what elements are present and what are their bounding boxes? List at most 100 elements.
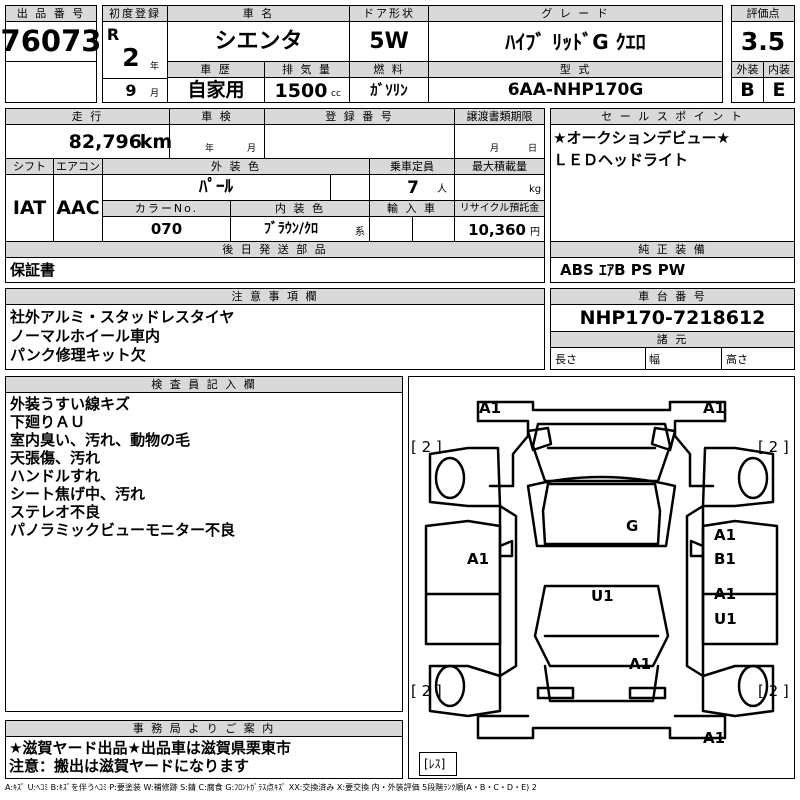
later-shipment-parts-label: 後 日 発 送 部 品	[5, 241, 545, 258]
car-history-label: 車 歴	[167, 61, 265, 78]
rear-wheel-left-outline	[434, 664, 466, 708]
score: 3.5	[740, 27, 786, 56]
displacement-label: 排 気 量	[264, 61, 350, 78]
air-conditioner-label: エアコン	[53, 158, 103, 175]
front-body-outline	[476, 419, 727, 488]
standard-equipment-box	[550, 257, 795, 283]
mark-front-bumper-right: A1	[703, 399, 726, 417]
selling-points-label: セ ー ル ス ポ イ ン ト	[550, 108, 795, 125]
car-history: 自家用	[187, 78, 245, 101]
width-label: 幅	[649, 353, 660, 366]
windshield-outline	[526, 475, 677, 548]
car-name: シエンタ	[214, 28, 303, 54]
office-notice-box	[5, 736, 403, 779]
mark-rear-fender-left: [ 2 ]	[411, 682, 442, 700]
color-number: 070	[150, 219, 183, 238]
fuel-type: ｶﾞｿﾘﾝ	[370, 80, 408, 99]
mark-right-rear-door-2: U1	[714, 610, 737, 628]
mark-right-front-door-1: A1	[714, 526, 737, 544]
mileage-label: 走 行	[5, 108, 170, 125]
interior-color-label: 内 装 色	[230, 200, 370, 217]
model-label: 型 式	[428, 61, 723, 78]
office-notice-label: 事 務 局 よ り ご 案 内	[5, 720, 403, 737]
registration-era: R	[106, 25, 120, 44]
interior-color-suffix: 系	[355, 227, 365, 238]
transfer-day-unit: 日	[528, 144, 538, 154]
shift-label: シフト	[5, 158, 54, 175]
registration-year-unit: 年	[150, 62, 160, 72]
shift-type: IAT	[12, 196, 47, 219]
exterior-color-divider	[330, 174, 331, 201]
exterior-color-label: 外 装 色	[102, 158, 370, 175]
door-type: 5W	[369, 28, 409, 54]
taillight-right-outline	[628, 686, 667, 700]
transfer-month-unit: 月	[490, 144, 500, 154]
recycle-deposit-label: リサイクル預託金	[454, 200, 545, 217]
max-load-label: 最大積載量	[454, 158, 545, 175]
exterior-color: ﾊﾟｰﾙ	[199, 177, 233, 197]
length-label: 長さ	[555, 353, 577, 366]
mark-spare-tire: [ﾚｽ]	[424, 757, 446, 771]
exterior-score: B	[740, 78, 755, 101]
selling-point-line-2: ＬＥＤヘッドライト	[553, 151, 689, 169]
mark-front-fender-right: [ 2 ]	[758, 438, 789, 456]
car-diagram	[424, 400, 779, 740]
inspector-line-4: 天張傷、汚れ	[10, 449, 101, 467]
fuel-label: 燃 料	[349, 61, 429, 78]
specifications-label: 諸 元	[550, 331, 795, 348]
transfer-deadline-label: 譲渡書類期限	[454, 108, 545, 125]
chassis-number: NHP170-7218612	[579, 306, 766, 329]
spare-tire-box	[419, 752, 457, 776]
seating-capacity-unit: 人	[437, 184, 447, 195]
mileage-unit: km	[139, 130, 173, 153]
rear-fender-left-outline	[428, 664, 502, 718]
inspector-line-3: 室内臭い、汚れ、動物の毛	[10, 431, 191, 449]
chassis-number-label: 車 台 番 号	[550, 288, 795, 305]
first-registration-label: 初度登録	[102, 5, 168, 22]
car-name-label: 車 名	[167, 5, 350, 22]
import-car-divider	[412, 216, 413, 242]
grade: ﾊｲﾌﾞ ﾘｯﾄﾞG ｸｴﾛ	[505, 29, 646, 54]
lot-number-label: 出 品 番 号	[5, 5, 97, 22]
rear-window-outline	[533, 584, 670, 668]
recycle-deposit: 10,360	[468, 220, 526, 239]
mark-left-door: A1	[467, 550, 490, 568]
rear-hatch-outline	[543, 664, 660, 703]
recycle-deposit-unit: 円	[530, 227, 540, 238]
inspector-notes-label: 検 査 員 記 入 欄	[5, 376, 403, 393]
left-mirror-outline	[498, 539, 514, 558]
import-car-label: 輸 入 車	[369, 200, 455, 217]
right-side-outline	[685, 504, 705, 678]
notes-line-2: ノーマルホイール車内	[10, 327, 161, 345]
mark-right-front-door-2: B1	[714, 550, 736, 568]
rear-bumper-outline	[476, 714, 727, 740]
inspector-line-1: 外装うすい線キズ	[10, 395, 131, 413]
registration-year: 2	[122, 42, 140, 72]
rear-wheel-right-outline	[737, 664, 769, 708]
exterior-score-label: 外装	[731, 61, 764, 78]
lot-number: 76073	[0, 24, 102, 58]
inspector-line-6: シート焦げ中、汚れ	[10, 485, 146, 503]
office-notice-line-2: 注意：搬出は滋賀ヤードになります	[9, 757, 250, 775]
left-side-outline	[498, 504, 518, 678]
mark-roof: U1	[591, 587, 614, 605]
inspector-line-7: ステレオ不良	[10, 503, 101, 521]
hood-outline	[531, 422, 672, 483]
mark-right-rear-door-1: A1	[714, 585, 737, 603]
mark-front-bumper-left: A1	[479, 399, 502, 417]
mark-windshield: G	[626, 517, 639, 535]
rear-fender-right-outline	[701, 664, 775, 718]
mark-rear-bumper: A1	[703, 729, 726, 747]
right-door-outline	[701, 519, 779, 646]
height-box	[721, 347, 795, 370]
interior-score: E	[772, 78, 786, 101]
inspector-line-2: 下廻りＡＵ	[10, 413, 86, 431]
registration-month-unit: 月	[150, 89, 160, 99]
registration-month: 9	[125, 81, 137, 100]
grade-label: グ レ ー ド	[428, 5, 723, 22]
headlight-left-outline	[526, 426, 553, 452]
mark-front-fender-left: [ 2 ]	[411, 438, 442, 456]
notes-label: 注 意 事 項 欄	[5, 288, 545, 305]
registration-divider	[102, 78, 168, 79]
later-shipment-parts-box	[5, 257, 545, 283]
